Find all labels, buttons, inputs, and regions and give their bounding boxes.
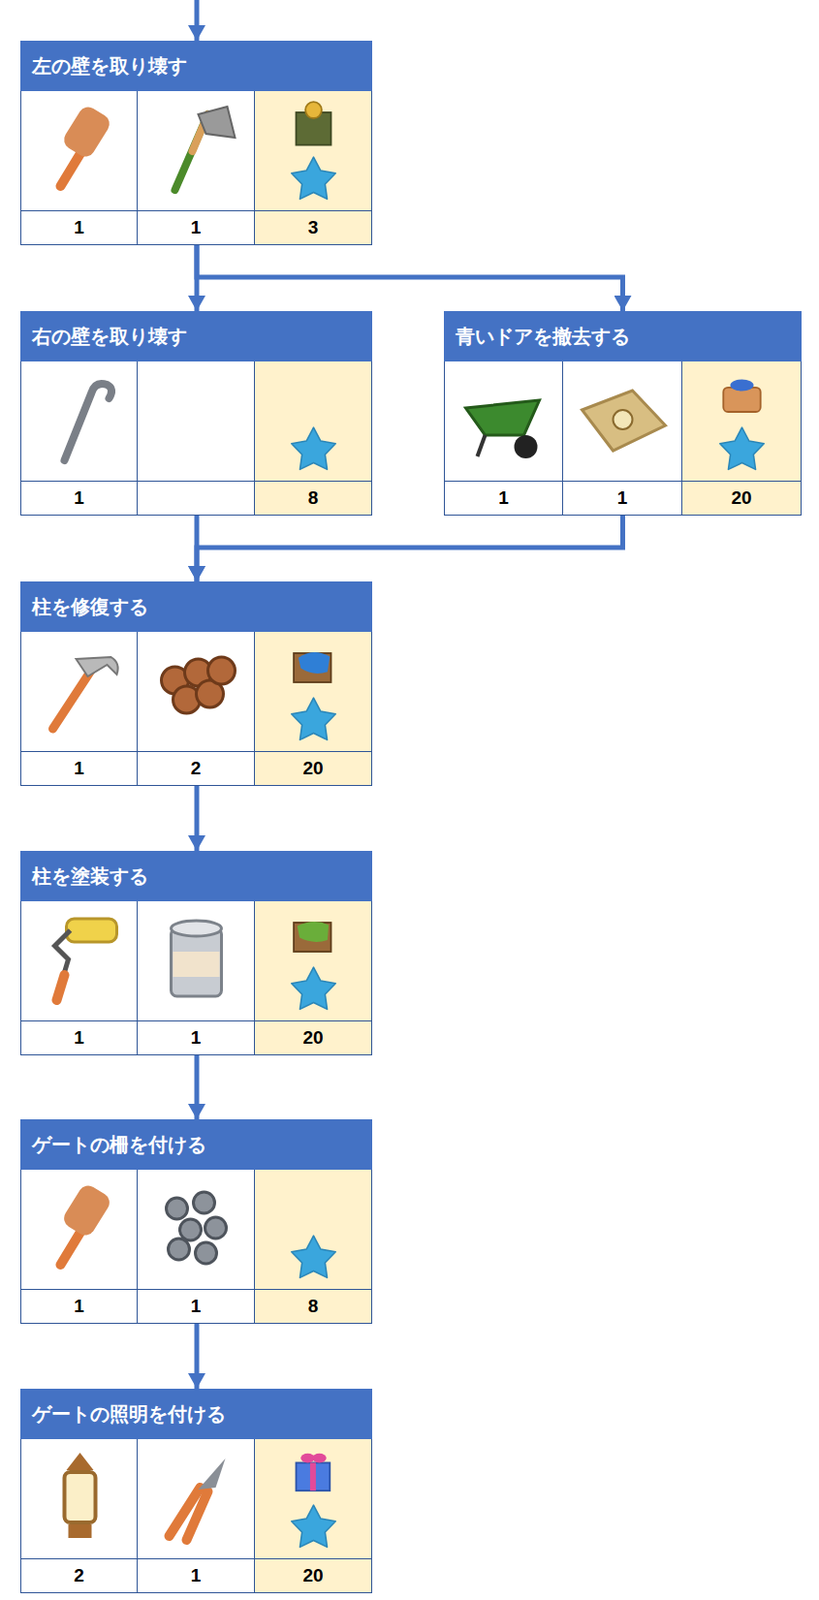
task-title: 柱を塗装する: [20, 850, 373, 902]
count-number: 20: [254, 751, 372, 786]
flow-arrow: [194, 786, 200, 851]
item-cell: 1: [563, 361, 683, 516]
flow-arrow: [194, 1055, 200, 1120]
reward-icon: [254, 361, 372, 481]
item-icon: [137, 91, 254, 211]
count-number: 3: [254, 210, 372, 245]
reward-cell: 3: [254, 91, 373, 246]
item-row: 1120: [443, 361, 802, 516]
reward-cell: 20: [682, 361, 802, 516]
count-number: 20: [254, 1558, 372, 1593]
item-cell: 2: [20, 1439, 138, 1594]
count-number: 1: [137, 1558, 254, 1593]
item-cell: 1: [137, 901, 255, 1056]
task-box: 柱を修復する1220: [20, 581, 373, 787]
count-number: 2: [21, 1558, 137, 1593]
item-row: 18: [20, 361, 373, 516]
count-number: [137, 480, 254, 515]
reward-icon: [254, 1169, 372, 1290]
reward-icon: [254, 1439, 372, 1559]
count-number: 1: [137, 1289, 254, 1323]
item-row: 118: [20, 1169, 373, 1324]
count-number: 1: [563, 480, 682, 515]
task-title: 柱を修復する: [20, 581, 373, 632]
item-row: 113: [20, 91, 373, 246]
count-number: 1: [137, 1020, 254, 1055]
task-title: 左の壁を取り壊す: [20, 40, 373, 92]
item-icon: [137, 1439, 254, 1559]
count-number: 20: [254, 1020, 372, 1055]
flow-arrow: [196, 515, 624, 582]
item-cell: 1: [20, 91, 138, 246]
item-icon: [21, 1169, 138, 1290]
item-row: 1220: [20, 631, 373, 787]
task-box: 右の壁を取り壊す18: [20, 311, 373, 516]
item-icon: [137, 361, 254, 481]
count-number: 1: [21, 1020, 137, 1055]
item-cell: 1: [137, 91, 255, 246]
reward-cell: 8: [254, 361, 373, 516]
task-title: 青いドアを撤去する: [443, 311, 802, 362]
item-row: 1120: [20, 901, 373, 1056]
count-number: 2: [137, 751, 254, 786]
reward-cell: 20: [254, 631, 373, 787]
item-cell: 1: [20, 1169, 138, 1324]
reward-icon: [254, 91, 372, 211]
count-number: 1: [137, 210, 254, 245]
item-icon: [137, 901, 254, 1021]
task-title: ゲートの柵を付ける: [20, 1119, 373, 1170]
item-cell: 2: [137, 631, 255, 787]
item-icon: [137, 1169, 254, 1290]
count-number: 1: [21, 1289, 137, 1323]
item-icon: [137, 631, 254, 752]
task-box: ゲートの照明を付ける2120: [20, 1388, 373, 1594]
item-row: 2120: [20, 1439, 373, 1594]
task-title: ゲートの照明を付ける: [20, 1388, 373, 1440]
item-icon: [21, 361, 138, 481]
task-box: 左の壁を取り壊す113: [20, 40, 373, 246]
item-cell: 1: [20, 361, 138, 516]
item-icon: [21, 901, 138, 1021]
entry-arrow: [194, 0, 200, 41]
reward-cell: 20: [254, 1439, 373, 1594]
item-icon: [563, 361, 682, 481]
count-number: 1: [21, 210, 137, 245]
item-cell: 1: [443, 361, 564, 516]
item-cell: 1: [20, 901, 138, 1056]
reward-icon: [682, 361, 801, 481]
count-number: 20: [682, 480, 801, 515]
task-box: ゲートの柵を付ける118: [20, 1119, 373, 1324]
count-number: 1: [21, 751, 137, 786]
task-box: 青いドアを撤去する1120: [443, 311, 802, 516]
flow-arrow: [196, 245, 624, 312]
count-number: 1: [21, 480, 137, 515]
item-icon: [21, 631, 138, 752]
reward-cell: 8: [254, 1169, 373, 1324]
item-icon: [444, 361, 564, 481]
task-box: 柱を塗装する1120: [20, 850, 373, 1056]
count-number: 1: [444, 480, 563, 515]
item-icon: [21, 1439, 138, 1559]
item-icon: [21, 91, 138, 211]
item-cell: 1: [137, 1169, 255, 1324]
task-title: 右の壁を取り壊す: [20, 311, 373, 362]
item-cell: [137, 361, 255, 516]
reward-icon: [254, 631, 372, 752]
item-cell: 1: [20, 631, 138, 787]
flow-arrow: [194, 1323, 200, 1389]
reward-cell: 20: [254, 901, 373, 1056]
count-number: 8: [254, 1289, 372, 1323]
item-cell: 1: [137, 1439, 255, 1594]
count-number: 8: [254, 480, 372, 515]
reward-icon: [254, 901, 372, 1021]
